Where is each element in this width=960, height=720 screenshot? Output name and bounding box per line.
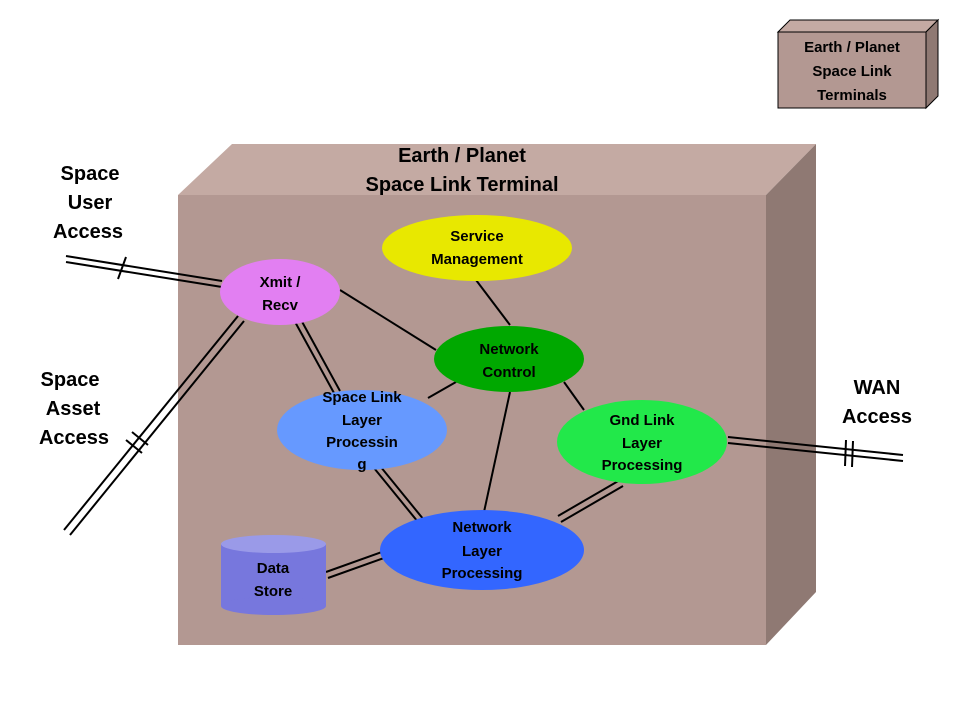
link-netctrl-netlayer [483,391,511,513]
node-network-control: Network Control [434,326,584,392]
link-gnd-netlayer-a [557,479,621,517]
network-layer-label-1: Network [452,519,512,536]
gnd-link-layer-label-2: Layer [622,435,662,452]
legend-box-top [776,19,940,33]
space-asset-tick-b [131,431,149,446]
legend-box: Earth / Planet Space Link Terminals [776,18,940,110]
link-svcmgmt-netctrl [475,279,511,326]
gnd-link-layer-label-3: Processing [602,457,683,474]
link-datastore-netlayer-b [327,557,385,579]
node-xmit-recv: Xmit / Recv [220,259,340,325]
wan-link-b [727,442,904,462]
data-store-body [221,544,326,606]
link-spacelink-netlayer-a [373,467,419,523]
space-link-layer-label-3: Processin [326,434,398,451]
wan-label-1: WAN [854,377,901,399]
node-network-layer: Network Layer Processing [380,510,584,590]
space-asset-label-3: Access [39,427,109,449]
space-link-layer-label-4: g [357,456,366,473]
xmit-recv-shape [220,259,340,325]
network-control-shape [434,326,584,392]
gnd-link-layer-shape [557,400,727,484]
legend-box-side [925,18,939,110]
service-management-shape [382,215,572,281]
space-link-layer-shape [277,390,447,470]
network-control-label-2: Control [482,364,535,381]
link-xmit-spacelink-b [299,317,341,392]
external-links [63,255,904,536]
space-asset-tick-a [125,439,143,454]
space-user-label-1: Space [61,163,120,185]
terminal-box-top [178,144,816,195]
xmit-recv-label-2: Recv [262,297,299,314]
terminal-box-side [766,144,816,645]
link-gnd-netlayer-b [560,485,624,523]
network-layer-label-3: Processing [442,565,523,582]
space-asset-link-b [69,320,245,536]
terminal-title-line-1: Earth / Planet [398,145,526,167]
terminal-title-line-2: Space Link Terminal [365,174,558,196]
network-layer-shape [380,510,584,590]
legend-line-1: Earth / Planet [804,39,900,56]
space-asset-link-a [63,315,239,531]
data-store-label-2: Store [254,583,292,600]
link-spacelink-netlayer-b [379,465,425,521]
space-user-label-3: Access [53,221,123,243]
wan-tick-a [844,439,847,467]
xmit-recv-label-1: Xmit / [260,274,302,291]
link-xmit-spacelink-a [293,319,335,394]
link-xmit-netctrl [339,289,437,351]
legend-line-3: Terminals [817,87,887,104]
gnd-link-layer-label-1: Gnd Link [610,412,676,429]
network-layer-label-2: Layer [462,543,502,560]
legend-box-front [777,31,927,109]
space-asset-label-2: Asset [46,398,101,420]
data-store-label-1: Data [257,560,290,577]
space-user-label-2: User [68,192,113,214]
space-user-link-a [65,255,223,282]
node-data-store: Data Store [221,535,326,615]
service-management-label-2: Management [431,251,523,268]
service-management-label-1: Service [450,228,503,245]
link-datastore-netlayer-a [325,551,383,573]
space-user-link-b [65,261,223,288]
wan-tick-b [851,440,854,468]
space-asset-label-1: Space [41,369,100,391]
external-labels: Space User Access Space Asset Access WAN… [39,163,912,449]
space-link-layer-label-1: Space Link [322,389,402,406]
node-space-link-layer: Space Link Layer Processin g [277,389,447,473]
link-netctrl-spacelink [427,381,457,399]
space-link-layer-label-2: Layer [342,412,382,429]
internal-links [293,279,624,579]
wan-label-2: Access [842,406,912,428]
data-store-top [221,535,326,553]
legend-line-2: Space Link [812,63,892,80]
network-control-label-1: Network [479,341,539,358]
data-store-bottom [221,597,326,615]
node-service-management: Service Management [382,215,572,281]
wan-link-a [727,436,904,456]
space-user-tick [117,256,127,280]
link-netctrl-gnd [563,381,585,411]
node-gnd-link-layer: Gnd Link Layer Processing [557,400,727,484]
